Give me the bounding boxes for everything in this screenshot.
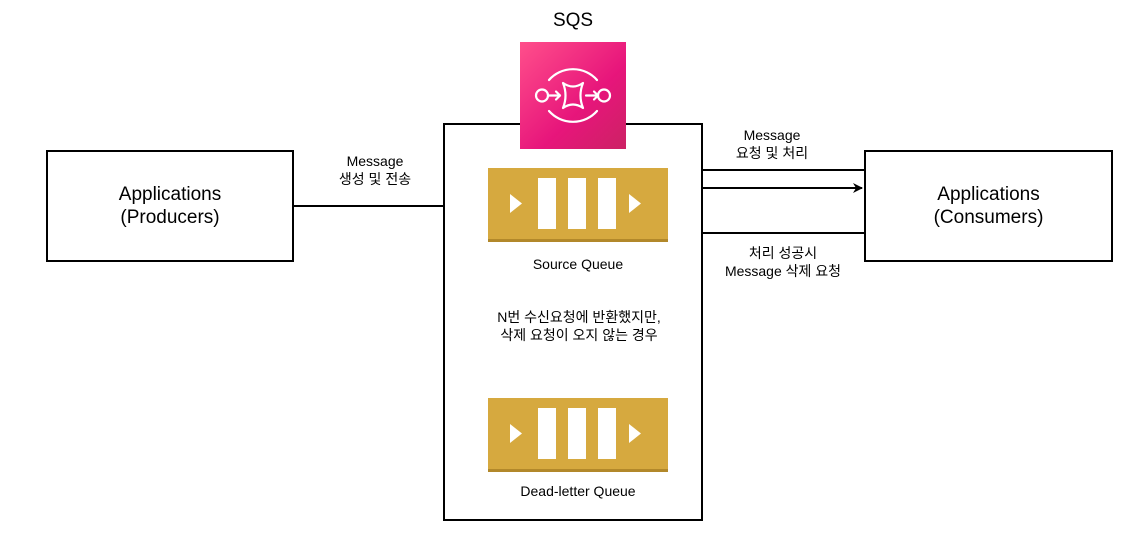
consumer-delete-label: 처리 성공시 Message 삭제 요청 <box>700 244 866 280</box>
producers-box: Applications (Producers) <box>46 150 294 262</box>
consumer-request-label: Message 요청 및 처리 <box>712 126 832 162</box>
consumers-box: Applications (Consumers) <box>864 150 1113 262</box>
producer-send-line2: 생성 및 전송 <box>338 171 412 187</box>
consumer-request-line1: Message <box>743 127 801 143</box>
consumers-subtitle: (Consumers) <box>933 207 1044 228</box>
redrive-line1: N번 수신요청에 반환했지만, <box>497 309 661 325</box>
producers-subtitle: (Producers) <box>120 207 220 228</box>
producer-send-line1: Message <box>346 153 404 169</box>
producers-title: Applications <box>118 184 222 205</box>
consumer-delete-line2: Message 삭제 요청 <box>724 263 842 279</box>
sqs-title: SQS <box>552 10 594 31</box>
source-queue-label: Source Queue <box>488 255 668 273</box>
consumer-request-line2: 요청 및 처리 <box>735 145 809 161</box>
dead-letter-queue-icon <box>488 398 668 472</box>
consumer-delete-line1: 처리 성공시 <box>748 245 818 261</box>
sqs-service-icon <box>520 42 626 149</box>
consumers-title: Applications <box>937 184 1040 205</box>
dead-letter-queue-label: Dead-letter Queue <box>520 483 636 499</box>
producer-send-label: Message 생성 및 전송 <box>320 152 430 188</box>
source-queue-icon <box>488 168 668 242</box>
redrive-condition-label: N번 수신요청에 반환했지만, 삭제 요청이 오지 않는 경우 <box>470 308 688 344</box>
redrive-line2: 삭제 요청이 오지 않는 경우 <box>500 327 658 343</box>
